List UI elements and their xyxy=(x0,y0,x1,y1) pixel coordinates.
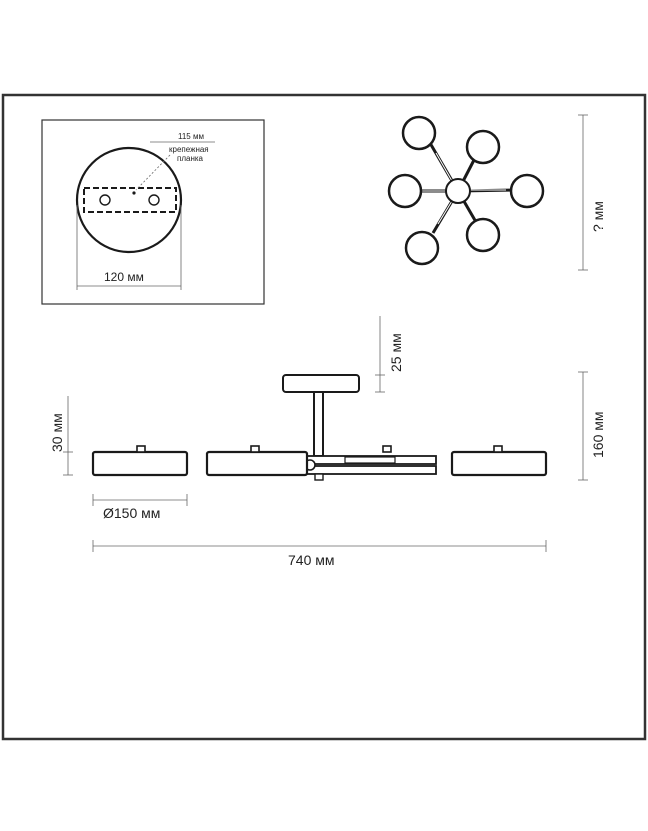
hub-bracket xyxy=(314,473,324,481)
top-height-label: ? мм xyxy=(590,201,606,232)
dim-115-label: 115 мм xyxy=(178,132,204,141)
arm-1-inner xyxy=(435,152,453,182)
dim-150-label: Ø150 мм xyxy=(103,505,160,521)
shade-2-holder xyxy=(250,445,260,453)
center-dot xyxy=(132,191,136,195)
shade-4-holder xyxy=(493,445,503,453)
canopy xyxy=(282,374,360,393)
globe-6 xyxy=(387,173,423,209)
globe-1 xyxy=(401,115,437,151)
globe-4 xyxy=(465,217,501,253)
shade-2 xyxy=(205,450,309,477)
dim-740-label: 740 мм xyxy=(288,552,335,568)
top-view: ? мм xyxy=(387,114,606,271)
globe-3 xyxy=(509,173,545,209)
crossbar-rod-2 xyxy=(295,465,437,475)
dim-160-label: 160 мм xyxy=(590,412,606,459)
bracket-label-line1: крепежная xyxy=(169,145,209,154)
crossbar-slot xyxy=(344,456,396,464)
center-hub xyxy=(445,178,471,204)
bracket-label-line2: планка xyxy=(177,154,204,163)
stem xyxy=(313,391,324,457)
dim-25-label: 25 мм xyxy=(388,333,404,372)
mounting-bracket xyxy=(83,187,177,213)
inset-frame xyxy=(41,119,265,305)
shade-3-holder xyxy=(382,445,392,453)
screw-hole-left xyxy=(99,194,111,206)
globe-2 xyxy=(465,129,501,165)
dim-120-label: 120 мм xyxy=(104,270,144,284)
dim-30-label: 30 мм xyxy=(49,413,65,452)
globe-5 xyxy=(404,230,440,266)
shade-1 xyxy=(91,450,189,477)
screw-hole-right xyxy=(148,194,160,206)
shade-4 xyxy=(450,450,548,477)
arm-5-inner xyxy=(437,200,453,225)
shade-1-holder xyxy=(136,445,146,453)
mounting-plate-circle xyxy=(75,146,183,254)
mounting-inset: 115 мм крепежная планка 120 мм xyxy=(41,119,265,305)
outer-frame xyxy=(1,93,647,741)
bracket-leader xyxy=(135,154,171,191)
side-view: 25 мм 160 мм 30 мм Ø150 мм xyxy=(49,316,606,568)
